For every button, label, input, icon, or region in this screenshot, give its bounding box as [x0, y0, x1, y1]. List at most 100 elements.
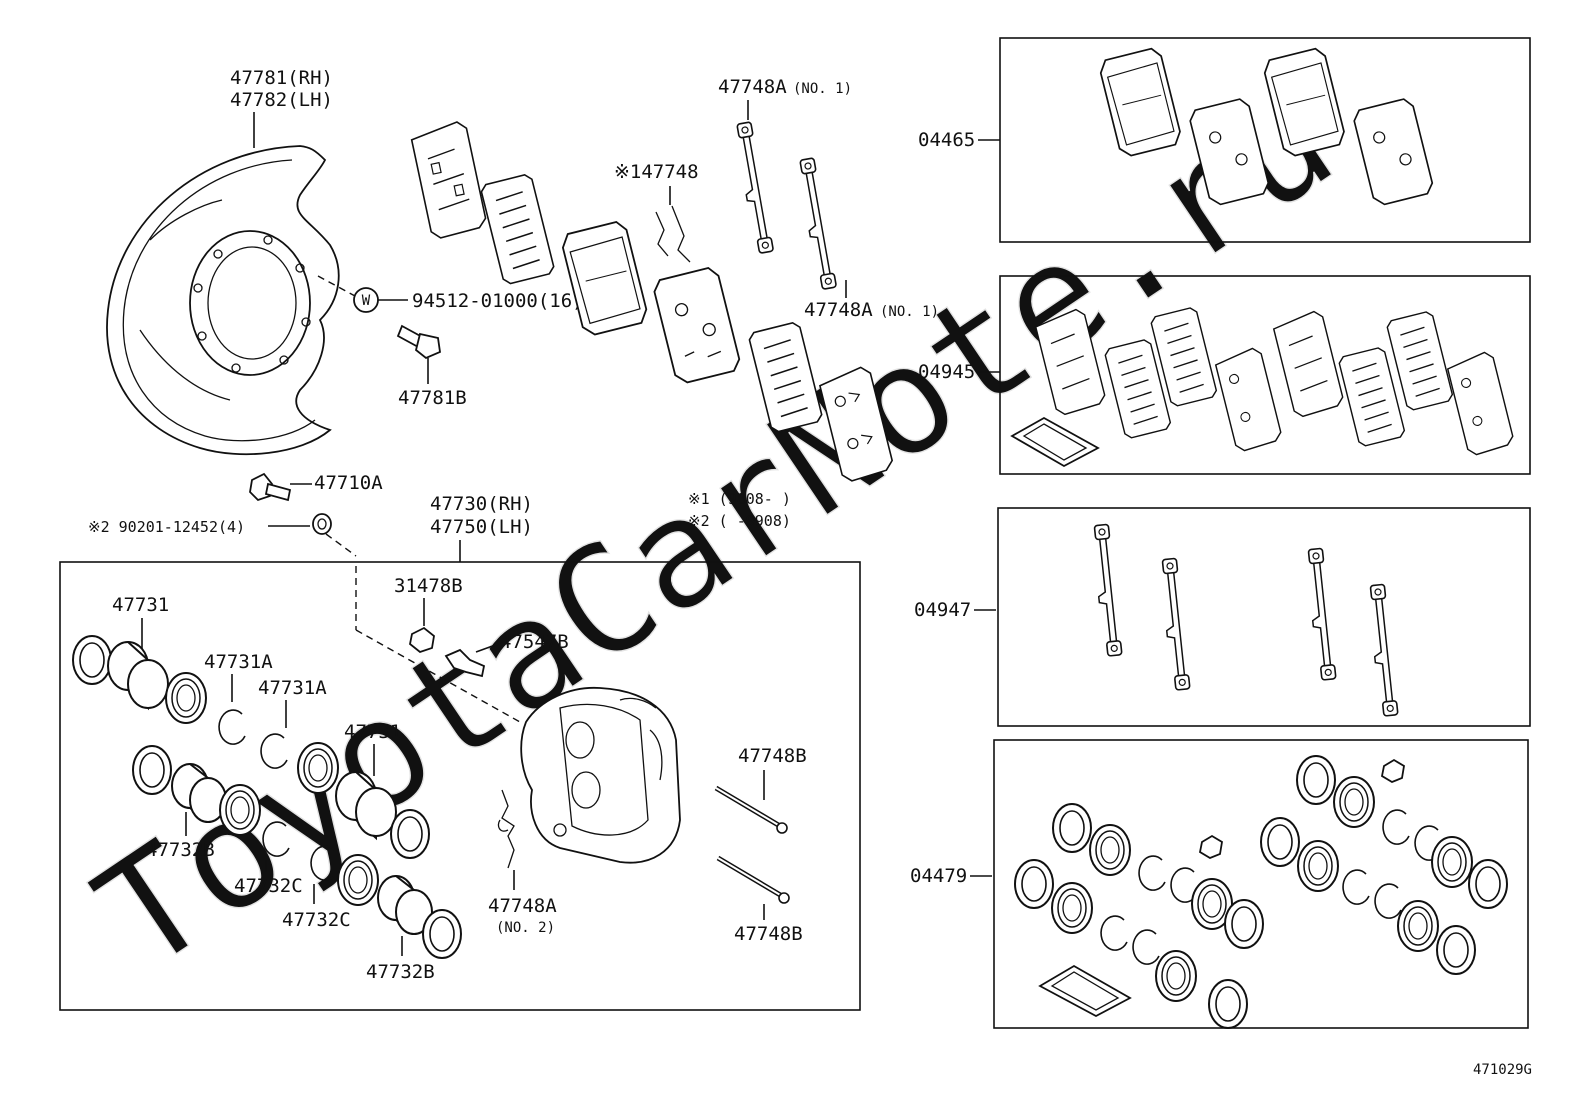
label-shield-rh: 47781(RH): [230, 67, 333, 89]
kit-ring-5: [1382, 809, 1410, 845]
kit-seal-9: [1296, 755, 1336, 805]
kit-shim-4: [1214, 347, 1282, 452]
label-ring-c2: 47732C: [282, 909, 351, 931]
kit-ring-4: [1132, 929, 1160, 965]
label-pad-clip-top: 47748A: [718, 76, 787, 98]
label-bleeder-cap: 31478B: [394, 575, 463, 597]
kit-pad-1: [1097, 45, 1184, 159]
kit-seal-12: [1468, 859, 1508, 909]
pad-clip-no2: [497, 789, 515, 869]
shield-bolt: [396, 324, 441, 360]
kit-seal-2: [1089, 824, 1131, 876]
kit-seal-1: [1052, 803, 1092, 853]
kit-seal-7: [1155, 950, 1197, 1002]
caliper-bolt: [249, 472, 292, 502]
label-shield-bolt: 47781B: [398, 387, 467, 409]
label-pad-clip-right: 47748A: [804, 299, 873, 321]
caliper-body: [520, 686, 681, 864]
kit-pad-4: [1353, 98, 1434, 206]
kit-shim-8: [1446, 351, 1514, 456]
kit-ring-7: [1342, 869, 1370, 905]
pad-pin-upper: [714, 785, 788, 834]
label-shield-lh: 47782(LH): [230, 89, 333, 111]
piston-a: [107, 641, 169, 711]
kit-ring-1: [1138, 855, 1166, 891]
bleeder-plug: [444, 648, 486, 678]
retaining-ring-a1: [218, 709, 246, 745]
label-caliper-washer: ※2 90201-12452(4): [88, 518, 245, 536]
label-pad-clip-top-note: (NO. 1): [793, 81, 852, 97]
bleeder-cap: [409, 626, 435, 654]
kit-seal-10: [1333, 776, 1375, 828]
caliper-mount-group: 47710A ※2 90201-12452(4) 47730(RH) 47750…: [88, 472, 533, 562]
label-kit-clips: 04947: [914, 599, 971, 621]
note-2: ※2 ( -9908): [688, 512, 791, 530]
seal-ring-8: [422, 909, 462, 959]
kit-shim-5: [1272, 310, 1344, 418]
caliper-washer: [312, 513, 332, 535]
kit-seal-11: [1431, 836, 1473, 888]
label-pin-lower: 47748B: [734, 923, 803, 945]
kit-seals-grease-pack: [1038, 964, 1132, 1018]
pad-clip-right: [796, 157, 838, 291]
label-pad-clip-bottom-note: (NO. 2): [496, 920, 555, 936]
dust-boot-2: [377, 875, 433, 935]
kit-ring-3: [1100, 915, 1128, 951]
kit-clip-1: [1090, 523, 1123, 658]
piston-b: [335, 771, 397, 841]
inner-shim: [479, 172, 556, 286]
kit-seal-15: [1397, 900, 1439, 952]
seal-ring-3: [297, 742, 339, 794]
kit-seal-6: [1051, 882, 1093, 934]
kit-pad-2: [1189, 98, 1270, 206]
label-ring-a2: 47731A: [258, 677, 327, 699]
brake-pad-outer: [559, 219, 651, 338]
label-pad-clip-bottom: 47748A: [488, 895, 557, 917]
label-pin-upper: 47748B: [738, 745, 807, 767]
kit-shim-1: [1034, 308, 1106, 416]
diagram-id: 471029G: [1473, 1062, 1532, 1078]
label-pad-clip-right-note: (NO. 1): [880, 304, 939, 320]
note-1: ※1 (9808- ): [688, 490, 791, 508]
label-piston-b: 47731: [344, 721, 401, 743]
caliper-assembly-box: [59, 561, 861, 1011]
dust-shield-group: 47781(RH) 47782(LH) W 94512-01000(16) 47…: [106, 67, 584, 456]
kit-seal-4: [1224, 899, 1264, 949]
kit-shims-grease-pack: [1010, 416, 1100, 468]
anti-squeal-spring: [655, 205, 691, 263]
caliper-assembly-group: 31478B 47547B 47748A (NO. 2) 47748B: [72, 566, 807, 983]
seal-ring-6: [219, 784, 261, 836]
kit-ring-8: [1374, 883, 1402, 919]
seal-ring-2: [165, 672, 207, 724]
kit-bleeder-plug: [1380, 758, 1405, 784]
label-kit-pads: 04465: [918, 129, 975, 151]
washer-marker-code: W: [362, 293, 371, 309]
label-caliper-bolt: 47710A: [314, 472, 383, 494]
kit-seal-13: [1260, 817, 1300, 867]
label-kit-seals: 04479: [910, 865, 967, 887]
seal-ring-7: [337, 854, 379, 906]
label-ring-c1: 47732C: [234, 875, 303, 897]
seal-ring-1: [72, 635, 112, 685]
kit-seal-14: [1297, 840, 1339, 892]
seal-ring-4: [390, 809, 430, 859]
pad-clip-top: [733, 121, 775, 255]
kit-box-seals: [993, 739, 1529, 1029]
kit-clip-4: [1366, 583, 1399, 718]
label-kit-shims: 04945: [918, 361, 975, 383]
kit-box-clips: [997, 507, 1531, 727]
brake-pad-inner: [653, 266, 741, 384]
label-bleeder-plug: 47547B: [500, 631, 569, 653]
kit-seal-5: [1014, 859, 1054, 909]
shield-hub-ring: [189, 230, 311, 376]
label-caliper-lh: 47750(LH): [430, 516, 533, 538]
kit-bleeder-cap: [1198, 834, 1223, 860]
label-washer-part: 94512-01000(16): [412, 290, 584, 312]
kit-box-shims: [999, 275, 1531, 475]
kit-clip-2: [1158, 557, 1191, 692]
kit-clip-3: [1304, 547, 1337, 682]
label-seal-b1: 47732B: [146, 839, 215, 861]
anti-squeal-shim-b: [818, 366, 894, 482]
label-caliper-rh: 47730(RH): [430, 493, 533, 515]
label-ring-a1: 47731A: [204, 651, 273, 673]
